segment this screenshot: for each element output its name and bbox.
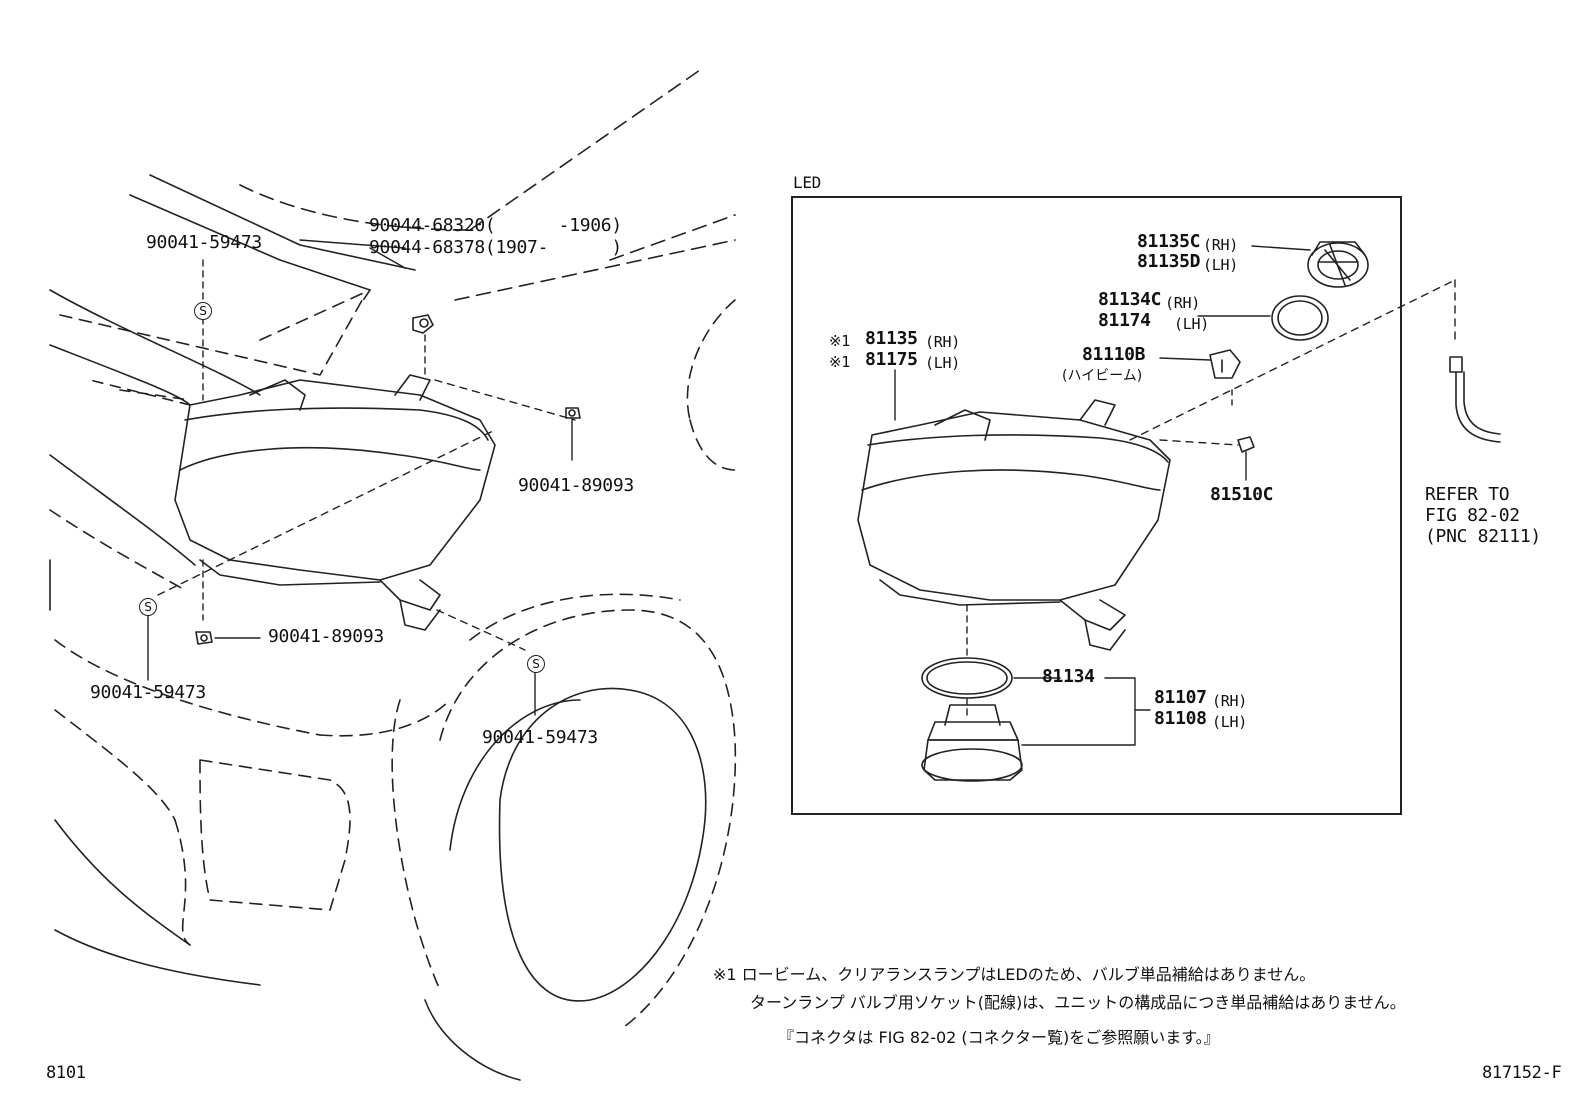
part-label-small-bulb: 81510C — [1210, 484, 1274, 505]
fasteners-left — [195, 314, 581, 645]
footnote-line2: ターンランプ バルブ用ソケット(配線)は、ユニットの構成品につき単品補給はありま… — [750, 993, 1406, 1012]
page-code: 8101 — [46, 1063, 86, 1083]
headlamp-assembly-left — [174, 374, 496, 631]
s-marker: S — [527, 655, 545, 673]
part-label-clip-top-left: 90041-59473 — [146, 232, 262, 253]
part-label-unit-rh: 81135 — [865, 328, 918, 349]
lh-tag: (LH) — [1203, 256, 1238, 274]
rh-tag: (RH) — [1203, 236, 1238, 254]
note-mark: ※1 — [829, 332, 850, 350]
led-variant-box — [791, 196, 1402, 815]
box-title: LED — [793, 173, 821, 192]
footnote-line3: 『コネクタは FIG 82-02 (コネクター覧)をご参照願います。』 — [778, 1028, 1220, 1047]
lh-tag: (LH) — [1212, 713, 1247, 731]
footnote-line1: ※1 ロービーム、クリアランスランプはLEDのため、バルブ単品補給はありません。 — [713, 965, 1316, 984]
part-label-clip-bottom-mid: 90041-89093 — [268, 626, 384, 647]
part-label-cap-rh: 81135C — [1137, 231, 1201, 252]
part-label-clip-right: 90041-89093 — [518, 475, 634, 496]
components-right — [921, 241, 1501, 782]
part-label-ring-rh: 81134C — [1098, 289, 1162, 310]
part-label-cap-lh: 81135D — [1137, 251, 1201, 272]
s-marker: S — [139, 598, 157, 616]
part-label-unit-lh: 81175 — [865, 349, 918, 370]
part-label-clip-bottom-right: 90041-59473 — [482, 727, 598, 748]
note-mark: ※1 — [829, 353, 850, 371]
leader-lines-left — [147, 239, 576, 716]
refer-label-line3: (PNC 82111) — [1425, 526, 1541, 547]
part-label-module-rh: 81107 — [1154, 687, 1207, 708]
refer-label-line2: FIG 82-02 — [1425, 505, 1520, 526]
part-label-module-lh: 81108 — [1154, 708, 1207, 729]
part-label-clip-bottom-left: 90041-59473 — [90, 682, 206, 703]
rh-tag: (RH) — [1212, 692, 1247, 710]
rh-tag: (RH) — [1165, 294, 1200, 312]
part-label-bolt-1906: 90044-68320( -1906) — [369, 215, 622, 236]
vehicle-body-outline — [49, 69, 737, 1081]
s-marker: S — [194, 302, 212, 320]
headlamp-assembly-right — [857, 399, 1171, 651]
bulb-note-high-beam: (ハイビーム) — [1062, 368, 1143, 384]
lh-tag: (LH) — [1174, 315, 1209, 333]
rh-tag: (RH) — [925, 333, 960, 351]
part-label-ring-lh: 81174 — [1098, 310, 1151, 331]
part-label-bulb: 81110B — [1082, 344, 1146, 365]
part-label-bolt-1907: 90044-68378(1907- ) — [369, 237, 622, 258]
part-label-gasket: 81134 — [1042, 666, 1095, 687]
figure-code: 817152-F — [1482, 1063, 1562, 1083]
lh-tag: (LH) — [925, 354, 960, 372]
refer-label-line1: REFER TO — [1425, 484, 1510, 505]
